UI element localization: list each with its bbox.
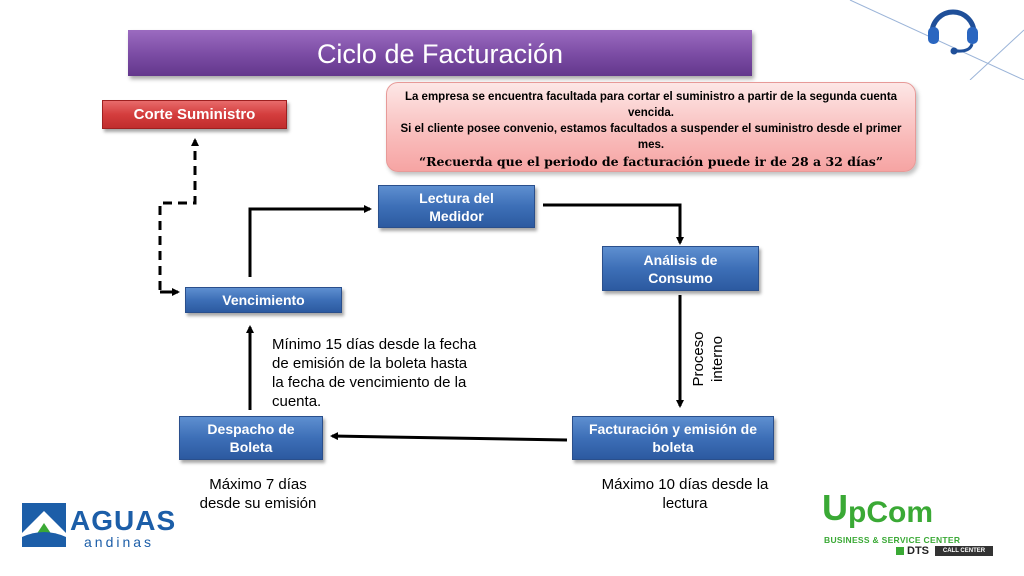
upcom-logo: U pCom BUSINESS & SERVICE CENTER DTS CAL… <box>822 488 998 560</box>
note-quote: “Recuerda que el periodo de facturación … <box>418 154 884 169</box>
node-despacho-boleta: Despacho de Boleta <box>179 416 323 460</box>
note-line-2: Si el cliente posee convenio, estamos fa… <box>400 123 902 151</box>
label-minimo-15-dias: Mínimo 15 días desde la fecha de emisión… <box>272 336 477 410</box>
label-proceso-interno: Proceso interno <box>690 331 726 387</box>
arrow-lectura-to-analisis <box>543 203 684 245</box>
aguas-wordmark: AGUAS <box>70 505 177 536</box>
page-title: Ciclo de Facturación <box>128 30 752 76</box>
dts-wordmark: DTS <box>907 545 929 557</box>
dts-mark-icon <box>896 547 904 555</box>
node-vencimiento: Vencimiento <box>185 287 342 313</box>
upcom-letter: U <box>822 487 848 528</box>
upcom-wordmark: pCom <box>848 496 933 529</box>
upcom-tagline: BUSINESS & SERVICE CENTER <box>824 535 961 545</box>
label-maximo-7-dias: Máximo 7 días desde su emisión <box>199 476 317 512</box>
node-corte-suministro: Corte Suministro <box>102 100 287 129</box>
node-analisis-consumo: Análisis de Consumo <box>602 246 759 291</box>
node-lectura-medidor: Lectura del Medidor <box>378 185 535 228</box>
headset-icon <box>928 9 978 55</box>
aguas-andinas-mark-icon <box>22 503 66 547</box>
arrow-vencimiento-to-corte <box>158 138 199 290</box>
aguas-andinas-logo: AGUAS andinas <box>22 503 192 553</box>
call-center-badge: CALL CENTER <box>935 546 993 556</box>
info-note: La empresa se encuentra facultada para c… <box>386 82 916 172</box>
note-line-1: La empresa se encuentra facultada para c… <box>404 91 898 119</box>
andinas-wordmark: andinas <box>84 534 155 550</box>
arrow-vencimiento-to-lectura <box>248 205 372 277</box>
node-facturacion-emision: Facturación y emisión de boleta <box>572 416 774 460</box>
label-maximo-10-dias: Máximo 10 días desde la lectura <box>601 476 769 512</box>
arrow-facturacion-to-despacho <box>330 432 568 442</box>
